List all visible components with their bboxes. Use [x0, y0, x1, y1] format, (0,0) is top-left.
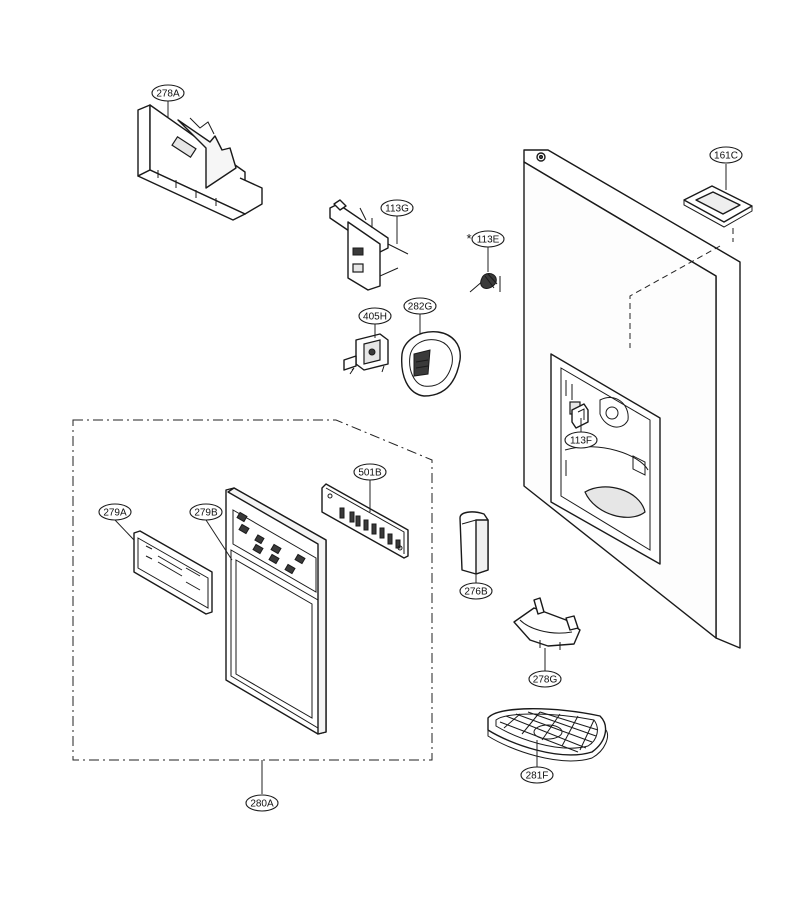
label-282G: 282G — [403, 297, 437, 315]
svg-text:501B: 501B — [358, 468, 382, 479]
svg-text:281F: 281F — [526, 771, 549, 782]
svg-text:113G: 113G — [385, 204, 409, 215]
svg-text:*: * — [466, 231, 471, 246]
svg-text:279A: 279A — [103, 508, 127, 519]
label-276B: 276B — [459, 582, 493, 600]
svg-text:282G: 282G — [408, 302, 433, 313]
svg-text:280A: 280A — [250, 799, 274, 810]
part-501B-pcb — [321, 483, 409, 559]
part-276B-tray — [459, 511, 489, 575]
label-405H: 405H — [358, 307, 392, 325]
label-113E: * 113E — [466, 230, 505, 248]
svg-text:405H: 405H — [363, 312, 387, 323]
part-113G-bracket — [329, 199, 409, 291]
svg-text:278A: 278A — [156, 89, 180, 100]
label-279B: 279B — [189, 503, 223, 521]
svg-text:278G: 278G — [533, 675, 558, 686]
svg-text:161C: 161C — [714, 151, 738, 162]
part-279A-film — [133, 530, 213, 615]
assembly-280A-frame — [72, 419, 433, 761]
part-113F-hinge — [571, 403, 589, 429]
label-281F: 281F — [520, 766, 554, 784]
svg-text:279B: 279B — [194, 508, 218, 519]
part-161C-cap — [683, 185, 753, 228]
leader-lines — [114, 101, 727, 768]
svg-text:113E: 113E — [477, 235, 500, 246]
label-279A: 279A — [98, 503, 132, 521]
svg-text:276B: 276B — [464, 587, 488, 598]
label-501B: 501B — [353, 463, 387, 481]
label-280A: 280A — [245, 794, 279, 812]
label-113G: 113G — [380, 199, 414, 217]
part-278A-bracket — [137, 104, 263, 221]
part-278G-funnel — [513, 597, 581, 650]
label-278G: 278G — [528, 670, 562, 688]
part-113E-spring — [469, 273, 501, 293]
part-279B-frame — [225, 487, 327, 735]
part-281F-grille — [487, 708, 608, 762]
label-161C: 161C — [709, 146, 743, 164]
label-278A: 278A — [151, 84, 185, 102]
label-113F: 113F — [564, 431, 598, 449]
part-405H-switch — [343, 333, 389, 375]
svg-text:113F: 113F — [570, 436, 592, 447]
door-panel — [523, 149, 741, 649]
part-282G-cover — [401, 331, 461, 397]
